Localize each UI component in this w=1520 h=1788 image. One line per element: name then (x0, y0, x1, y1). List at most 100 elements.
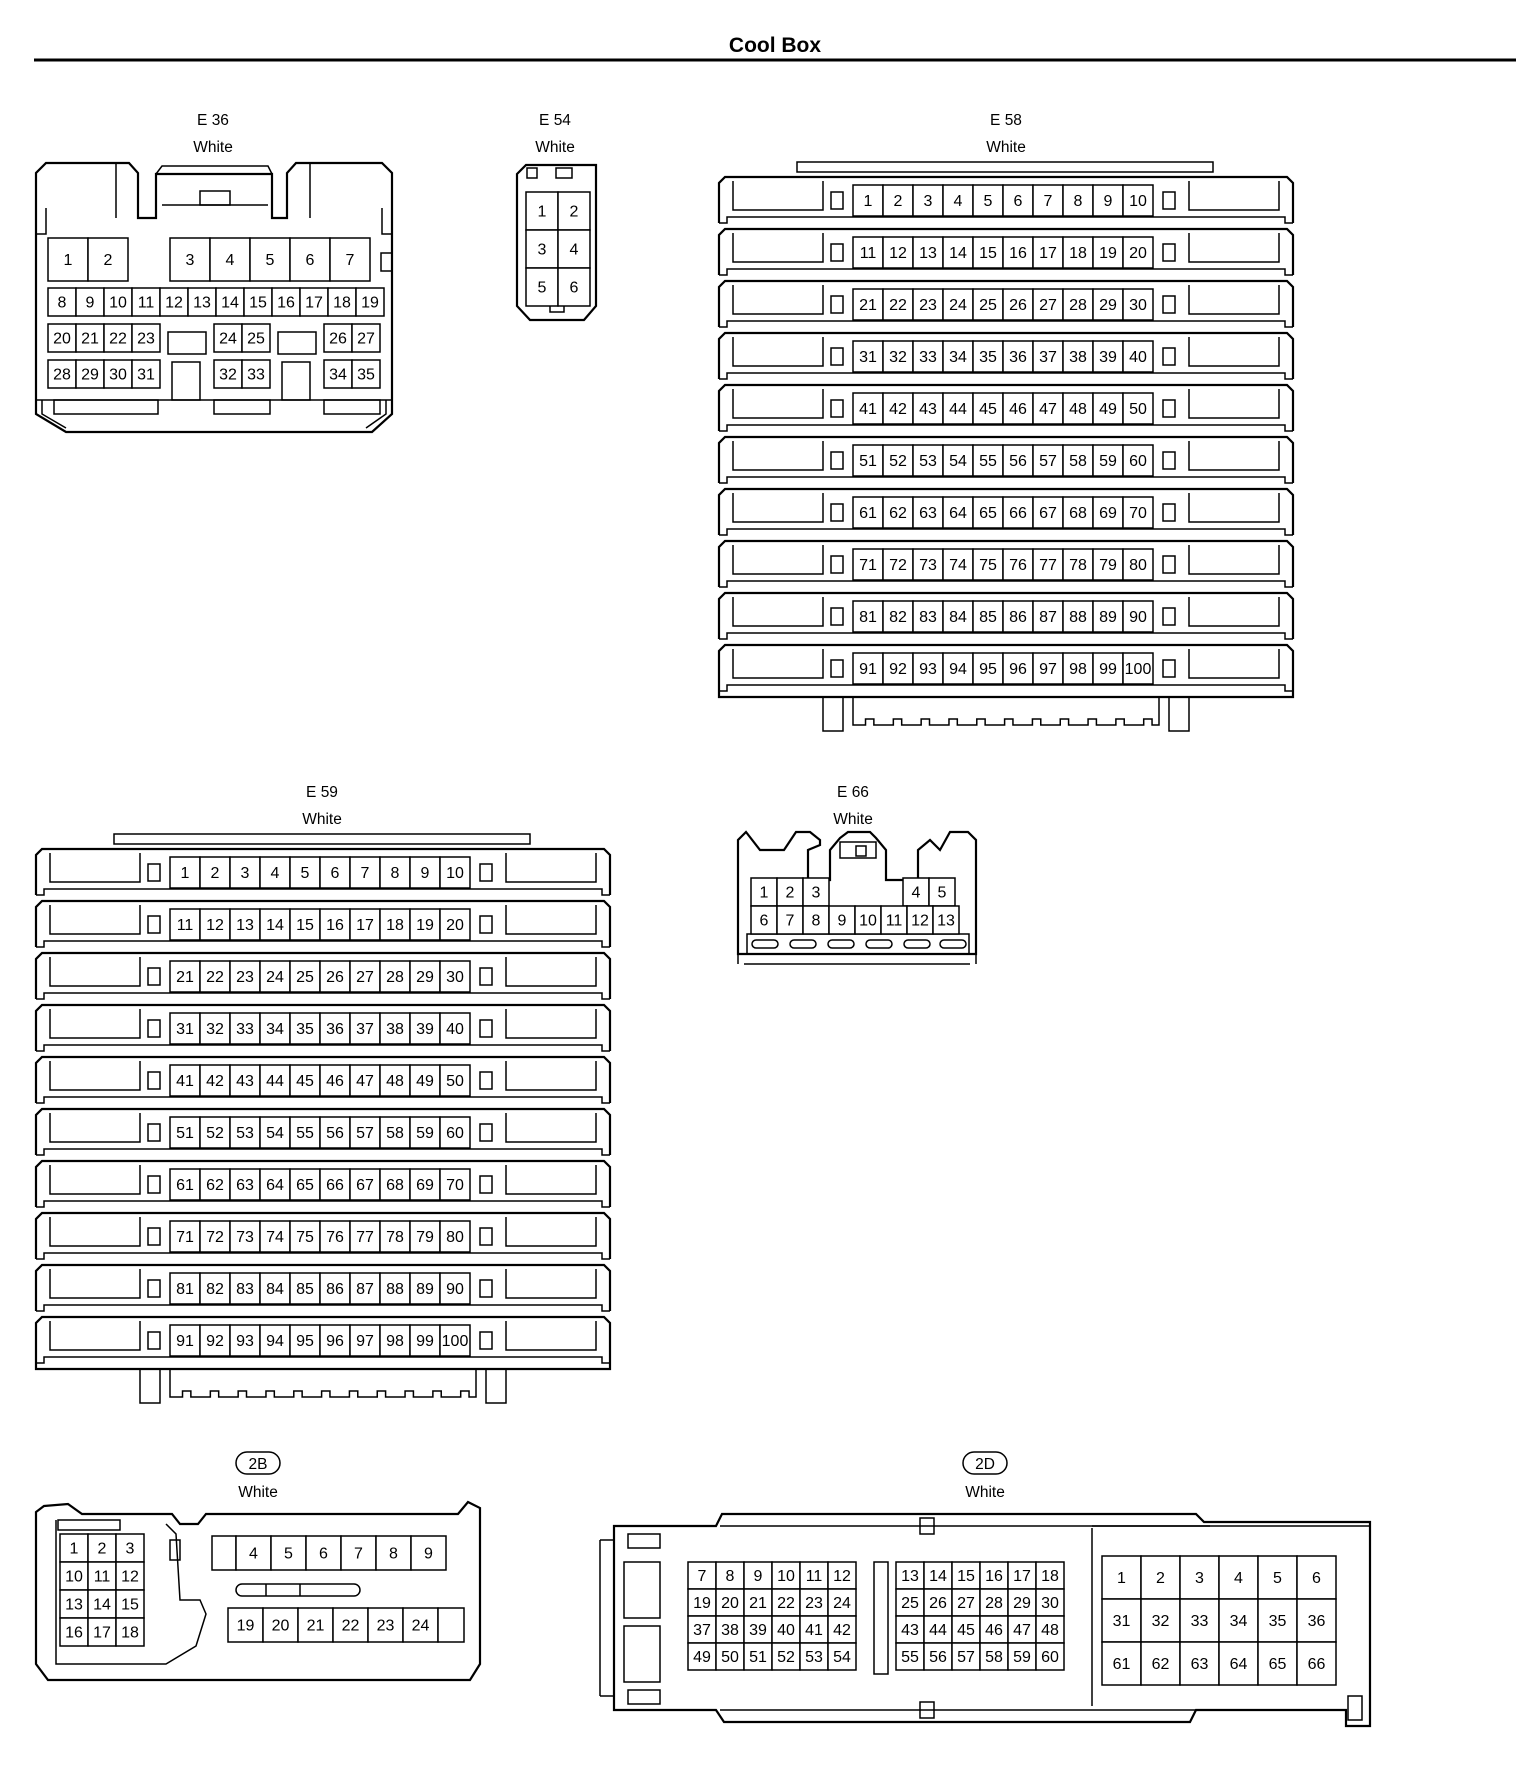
e58-pin-68-label: 68 (1069, 505, 1087, 522)
e59-pin-51-cell (169, 1116, 201, 1149)
2d-pin-61-label: 61 (1113, 1656, 1131, 1673)
e36-pin-11-label: 11 (138, 295, 155, 312)
e36-pin-23-cell (131, 323, 161, 353)
e58-pin-34-cell (942, 340, 974, 373)
e58-pin-75-label: 75 (979, 557, 997, 574)
e59-pin-58-cell (379, 1116, 411, 1149)
2b-pin-23-cell (367, 1607, 404, 1643)
e58-pin-51-label: 51 (859, 453, 877, 470)
2d-pin-1-label: 1 (1117, 1570, 1126, 1587)
e58-pin-48-label: 48 (1069, 401, 1087, 418)
e58-pin-65-label: 65 (979, 505, 997, 522)
e58-pin-81-label: 81 (859, 609, 877, 626)
2b-pin-22-cell (332, 1607, 369, 1643)
e59-pin-88-label: 88 (386, 1281, 404, 1298)
e36-pin-19-cell (355, 287, 385, 317)
2d-pin-60-label: 60 (1041, 1649, 1059, 1666)
2d-pin-24-cell (827, 1588, 857, 1617)
e59-pin-36-label: 36 (326, 1021, 344, 1038)
2d-pin-14-cell (923, 1561, 953, 1590)
e58-pin-97-label: 97 (1039, 661, 1057, 678)
e59-pin-32-label: 32 (206, 1021, 224, 1038)
2d-pin-48-cell (1035, 1615, 1065, 1644)
e59-pin-38-label: 38 (386, 1021, 404, 1038)
e59-pin-10-cell (439, 856, 471, 889)
e58-pin-55-label: 55 (979, 453, 997, 470)
e36-pin-13-label: 13 (193, 295, 211, 312)
e58-pin-92-label: 92 (889, 661, 907, 678)
e58-pin-42-cell (882, 392, 914, 425)
e58-pin-15-cell (972, 236, 1004, 269)
e54-pin-6-cell (557, 267, 591, 307)
e58-pin-85-label: 85 (979, 609, 997, 626)
e58-pin-35-label: 35 (979, 349, 997, 366)
e36-pin-10-label: 10 (109, 295, 127, 312)
e58-pin-45-cell (972, 392, 1004, 425)
e36-pin-9-cell (75, 287, 105, 317)
e59-pin-81-cell (169, 1272, 201, 1305)
2d-pin-43-label: 43 (901, 1622, 919, 1639)
e36-pin-22-label: 22 (109, 331, 127, 348)
2d-color-label: White (965, 1484, 1005, 1501)
e36-pin-2-label: 2 (104, 252, 113, 269)
e58-pin-67-cell (1032, 496, 1064, 529)
e66-pin-12-cell (906, 905, 934, 935)
e58-pin-19-cell (1092, 236, 1124, 269)
e58-pin-6-cell (1002, 184, 1034, 217)
e58-pin-62-label: 62 (889, 505, 907, 522)
e58-pin-28-label: 28 (1069, 297, 1087, 314)
2b-pin-21-label: 21 (307, 1618, 325, 1635)
e58-pin-72-label: 72 (889, 557, 907, 574)
2b-pin-19-label: 19 (237, 1618, 255, 1635)
e58-pin-8-label: 8 (1074, 193, 1083, 210)
2d-pin-38-label: 38 (721, 1622, 739, 1639)
2d-pin-52-label: 52 (777, 1649, 795, 1666)
2d-pin-64-cell (1218, 1641, 1259, 1686)
e36-pin-15-cell (243, 287, 273, 317)
e59-pin-94-label: 94 (266, 1333, 284, 1350)
2b-pin-18-cell (115, 1617, 145, 1647)
2b-pin-16-cell (59, 1617, 89, 1647)
e58-pin-70-cell (1122, 496, 1154, 529)
2b-pin-9-label: 9 (424, 1546, 433, 1563)
e59-pin-62-cell (199, 1168, 231, 1201)
2b-pin-6-cell (305, 1535, 342, 1571)
2b-pin-16-label: 16 (65, 1625, 83, 1642)
e58-pin-90-cell (1122, 600, 1154, 633)
e59-pin-68-cell (379, 1168, 411, 1201)
2d-pin-35-label: 35 (1269, 1613, 1287, 1630)
e59-pin-80-cell (439, 1220, 471, 1253)
2b-blank-cell (211, 1535, 237, 1571)
2d-pin-8-cell (715, 1561, 745, 1590)
e59-pin-86-label: 86 (326, 1281, 344, 1298)
e58-pin-78-label: 78 (1069, 557, 1087, 574)
e59-pin-59-label: 59 (416, 1125, 434, 1142)
e66-pin-1-label: 1 (760, 885, 769, 902)
e58-pin-98-label: 98 (1069, 661, 1087, 678)
2d-pin-65-label: 65 (1269, 1656, 1287, 1673)
2b-pin-17-label: 17 (93, 1625, 111, 1642)
e59-pin-3-label: 3 (241, 865, 250, 882)
e58-pin-82-label: 82 (889, 609, 907, 626)
e58-pin-58-cell (1062, 444, 1094, 477)
e58-pin-74-cell (942, 548, 974, 581)
2d-pin-26-cell (923, 1588, 953, 1617)
e59-pin-56-cell (319, 1116, 351, 1149)
e58-pin-85-cell (972, 600, 1004, 633)
e59-pin-74-cell (259, 1220, 291, 1253)
e59-code-label: E 59 (306, 784, 338, 801)
e58-pin-5-cell (972, 184, 1004, 217)
e54-pin-4-label: 4 (570, 242, 579, 259)
e58-pin-42-label: 42 (889, 401, 907, 418)
2b-pin-22-label: 22 (342, 1618, 360, 1635)
2d-pin-50-label: 50 (721, 1649, 739, 1666)
2d-pin-42-cell (827, 1615, 857, 1644)
e66-pin-10-label: 10 (859, 913, 877, 930)
e36-pin-22-cell (103, 323, 133, 353)
e59-pin-100-label: 100 (442, 1333, 469, 1350)
e58-pin-44-cell (942, 392, 974, 425)
e59-pin-64-label: 64 (266, 1177, 284, 1194)
e36-code-label: E 36 (197, 112, 229, 129)
